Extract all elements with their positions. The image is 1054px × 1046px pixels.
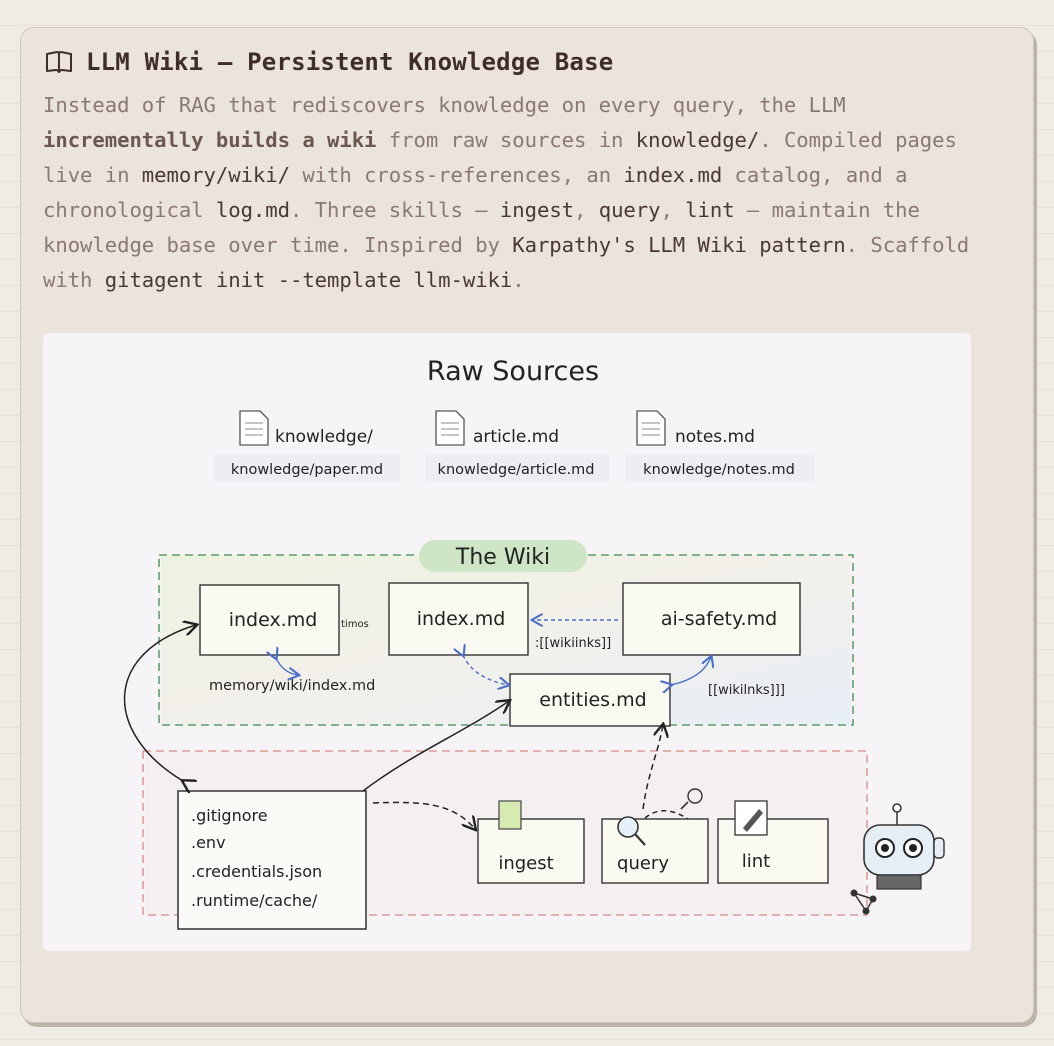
karpathy-link[interactable]: Karpathy's LLM Wiki pattern <box>512 233 846 257</box>
card-title: LLM Wiki — Persistent Knowledge Base <box>86 48 614 76</box>
card-description: Instead of RAG that rediscovers knowledg… <box>43 88 983 298</box>
link-arrows <box>276 620 711 685</box>
timos-label: timos <box>341 619 369 630</box>
desc-text: , <box>660 198 686 222</box>
page-label: entities.md <box>539 689 646 711</box>
document-icon <box>498 800 522 830</box>
wikilinks-label-mid: :[[wikiinks]] <box>535 636 611 651</box>
skill-query: query <box>601 816 709 884</box>
page-label: ai-safety.md <box>661 608 777 630</box>
desc-code: query <box>598 198 661 222</box>
source-card-notes: notes.md knowledge/notes.md <box>625 410 815 482</box>
document-icon <box>239 410 269 446</box>
skill-label: query <box>617 853 669 874</box>
desc-text: — maintain the knowledge base over time.… <box>43 198 920 257</box>
memory-path-label: memory/wiki/index.md <box>209 678 375 694</box>
source-card-knowledge: knowledge/ knowledge/paper.md <box>214 410 400 482</box>
book-icon <box>46 51 72 73</box>
source-name: notes.md <box>675 427 755 447</box>
desc-text: Instead of RAG that rediscovers knowledg… <box>43 93 846 117</box>
wiki-label: The Wiki <box>455 545 550 570</box>
source-card-article: article.md knowledge/article.md <box>425 410 609 482</box>
ignored-file: .gitignore <box>191 806 268 825</box>
source-path: knowledge/article.md <box>438 462 595 478</box>
desc-text: , <box>574 198 599 222</box>
source-path: knowledge/paper.md <box>231 462 383 478</box>
wiki-page-ai-safety: ai-safety.md <box>622 582 801 656</box>
desc-code: gitagent init --template llm-wiki <box>104 268 513 292</box>
desc-text: catalog, and a chronological <box>43 163 908 222</box>
flow-arrows <box>123 625 689 829</box>
robot-icon <box>850 803 945 915</box>
ignored-file: .credentials.json <box>191 862 322 881</box>
document-icon <box>636 410 666 446</box>
desc-code: lint <box>685 198 735 222</box>
desc-code: log.md <box>215 198 290 222</box>
page-label: index.md <box>229 609 318 631</box>
source-path: knowledge/notes.md <box>643 462 795 478</box>
desc-code: memory/wiki/ <box>141 163 290 187</box>
magnifier-icon <box>617 816 646 846</box>
desc-bold: incrementally builds a wiki <box>43 128 377 152</box>
desc-code: ingest <box>499 198 575 222</box>
source-name: article.md <box>473 427 559 447</box>
wiki-page-entities: entities.md <box>509 673 671 727</box>
wiki-diagram-image: Raw Sources knowledge/ knowledge/paper.m… <box>43 333 971 951</box>
desc-text: . Scaffold with <box>43 233 970 292</box>
skill-label: lint <box>742 851 770 872</box>
skill-label: ingest <box>498 853 553 874</box>
desc-text: . <box>512 268 525 292</box>
desc-text: . Compiled pages live in <box>43 128 957 187</box>
wikilinks-label-right: [[wikilnks]]] <box>708 683 785 698</box>
desc-text: from raw sources in <box>376 128 636 152</box>
ignored-file: .env <box>191 833 226 852</box>
magnifier-icon <box>680 788 703 810</box>
desc-text: with cross-references, an <box>289 163 624 187</box>
desc-text: . Three skills — <box>289 198 500 222</box>
source-name: knowledge/ <box>275 427 373 447</box>
desc-code: knowledge/ <box>635 128 760 152</box>
skill-ingest: ingest <box>477 800 585 884</box>
raw-sources-title: Raw Sources <box>427 356 599 387</box>
wiki-diagram: Raw Sources knowledge/ knowledge/paper.m… <box>123 356 945 930</box>
pencil-icon <box>734 800 768 836</box>
wiki-page-index-left: index.md <box>199 584 340 656</box>
skill-lint: lint <box>717 800 829 884</box>
document-icon <box>435 410 465 446</box>
wiki-page-index-mid: index.md <box>388 582 529 656</box>
desc-code: index.md <box>623 163 723 187</box>
ignored-files-list: .gitignore .env .credentials.json .runti… <box>177 790 367 930</box>
page-label: index.md <box>417 608 506 630</box>
ignored-file: .runtime/cache/ <box>191 891 318 910</box>
card-header: LLM Wiki — Persistent Knowledge Base <box>44 48 613 76</box>
